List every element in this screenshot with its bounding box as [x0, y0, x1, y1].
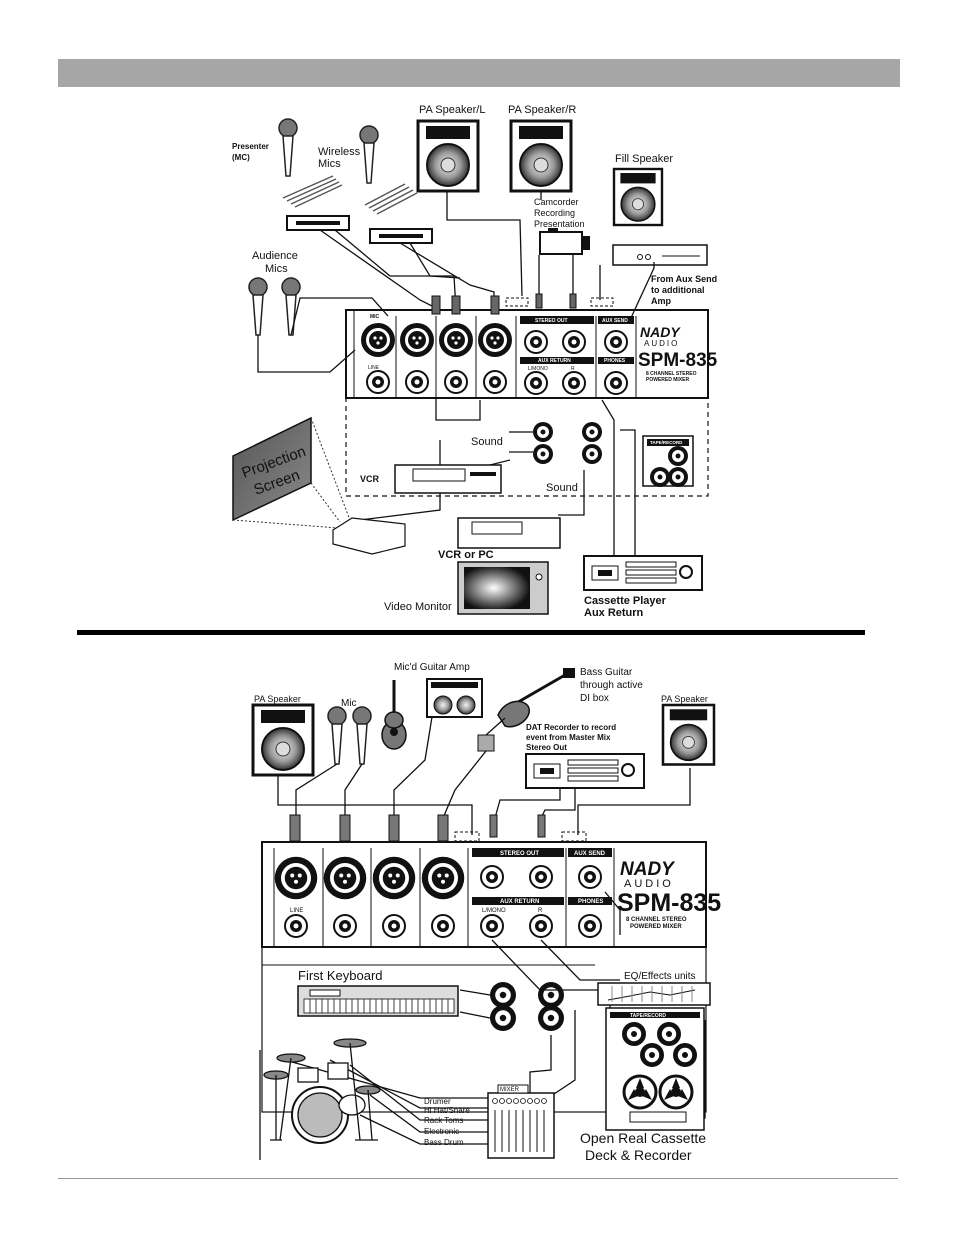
top-phones-label: PHONES	[604, 358, 626, 364]
top-mic-label: MIC	[370, 314, 380, 320]
dat-recorder-label-1: DAT Recorder to record	[526, 723, 616, 732]
vcr-or-pc-label: VCR or PC	[438, 549, 494, 561]
wireless-mics-label-2: Mics	[318, 158, 341, 170]
pa-speaker-right-label: PA Speaker/R	[508, 104, 576, 116]
open-reel-label-1: Open Real Cassette	[580, 1130, 706, 1146]
top-right-label: R	[571, 366, 575, 372]
top-brand: NADY	[640, 324, 681, 340]
section-divider	[77, 630, 865, 635]
bottom-phones-label: PHONES	[578, 899, 603, 905]
drum-line-label-2: Hi Hat/Snare	[424, 1106, 470, 1115]
bottom-pa-speaker-left-label: PA Speaker	[254, 694, 301, 704]
camcorder-label-1: Camcorder	[534, 197, 579, 207]
mic-guitar-amp-label: Mic'd Guitar Amp	[394, 662, 470, 673]
bottom-tape-record-label: TAPE/RECORD	[630, 1013, 666, 1019]
top-desc-1: 8 CHANNEL STEREO	[646, 371, 697, 377]
presenter-label-1: Presenter	[232, 142, 269, 151]
bottom-mic-label: Mic	[341, 698, 357, 709]
eq-effects-label: EQ/Effects units	[624, 971, 696, 982]
aux-send-amp-label-3: Amp	[651, 296, 672, 306]
drum-line-label-1: Drumer	[424, 1097, 451, 1106]
header-bar	[58, 59, 900, 87]
bottom-brand-sub: AUDIO	[624, 878, 674, 890]
bass-guitar-label-2: through active	[580, 680, 643, 691]
top-model: SPM-835	[638, 350, 718, 371]
drum-line-label-4: Electronic	[424, 1127, 459, 1136]
drum-line-label-5: Bass Drum	[424, 1138, 464, 1147]
top-aux-send-label: AUX SEND	[602, 318, 628, 324]
camcorder-label-3: Presentation	[534, 219, 585, 229]
top-diagram: MIC LINE STEREO OUT AUX SEND AUX RETURN …	[232, 104, 718, 619]
bottom-left-mono-label: L/MONO	[482, 908, 506, 914]
top-stereo-out-label: STEREO OUT	[535, 318, 568, 324]
open-reel-label-2: Deck & Recorder	[585, 1147, 692, 1163]
top-line-label: LINE	[368, 365, 380, 371]
top-aux-return-label: AUX RETURN	[538, 358, 571, 364]
top-tape-record-label: TAPE/RECORD	[650, 440, 683, 445]
bottom-desc-2: POWERED MIXER	[630, 924, 682, 930]
aux-send-amp-label-2: to additional	[651, 285, 705, 295]
drum-line-label-3: Rack Toms	[424, 1116, 463, 1125]
bottom-right-label: R	[538, 908, 543, 914]
bottom-model: SPM-835	[617, 889, 721, 917]
drum-kit	[263, 1038, 381, 1144]
bottom-aux-send-label: AUX SEND	[574, 851, 606, 857]
bass-guitar-label-1: Bass Guitar	[580, 667, 633, 678]
bottom-aux-return-label: AUX RETURN	[500, 899, 539, 905]
top-left-mono-label: L/MONO	[528, 366, 548, 372]
top-desc-2: POWERED MIXER	[646, 377, 689, 383]
bottom-diagram: LINE STEREO OUT AUX SEND AUX RETURN PHON…	[251, 662, 721, 1163]
sound-label-2: Sound	[546, 482, 578, 494]
dat-recorder-label-3: Stereo Out	[526, 743, 567, 752]
audience-mics-label-2: Mics	[265, 263, 288, 275]
top-brand-sub: AUDIO	[644, 339, 679, 348]
dat-recorder-label-2: event from Master Mix	[526, 733, 611, 742]
aux-send-amp-label-1: From Aux Send	[651, 274, 717, 284]
bottom-pa-speaker-right-label: PA Speaker	[661, 694, 708, 704]
drum-mixer-label: MIXER	[500, 1087, 520, 1093]
bottom-brand: NADY	[620, 859, 676, 880]
bass-guitar-label-3: DI box	[580, 693, 609, 704]
fill-speaker-label: Fill Speaker	[615, 153, 673, 165]
audience-mics-label-1: Audience	[252, 250, 298, 262]
first-keyboard-label: First Keyboard	[298, 968, 383, 983]
footer-rule	[58, 1178, 898, 1179]
bottom-line-label: LINE	[290, 908, 303, 914]
cassette-player-label-1: Cassette Player	[584, 595, 667, 607]
presenter-label-2: (MC)	[232, 153, 250, 162]
vcr-label: VCR	[360, 474, 380, 484]
sound-label-1: Sound	[471, 436, 503, 448]
bottom-stereo-out-label: STEREO OUT	[500, 851, 539, 857]
cassette-player-label-2: Aux Return	[584, 607, 644, 619]
video-monitor-label: Video Monitor	[384, 601, 452, 613]
bottom-desc-1: 8 CHANNEL STEREO	[626, 917, 687, 923]
camcorder-label-2: Recording	[534, 208, 575, 218]
wireless-mics-label-1: Wireless	[318, 146, 361, 158]
pa-speaker-left-label: PA Speaker/L	[419, 104, 485, 116]
